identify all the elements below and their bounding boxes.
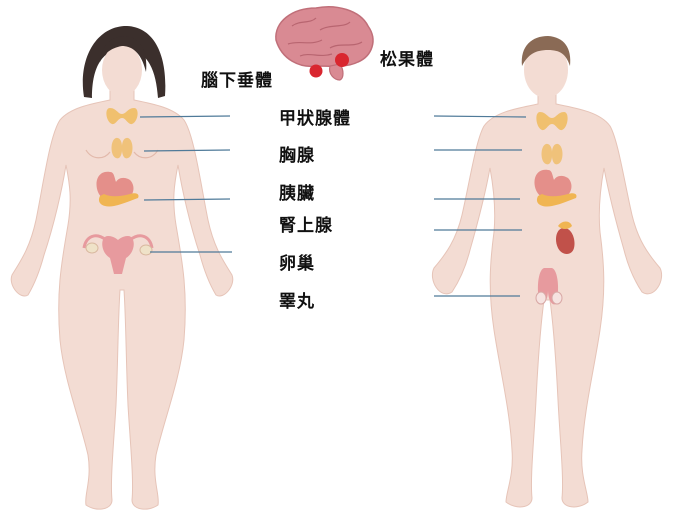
female-left-ovary: [86, 243, 98, 253]
pineal-gland-dot: [335, 53, 349, 67]
label-pancreas: 胰臟: [279, 179, 315, 204]
label-pineal: 松果體: [380, 45, 434, 70]
label-testis: 睪丸: [279, 287, 315, 312]
male-right-testis: [552, 292, 562, 304]
pituitary-gland-dot: [310, 65, 323, 78]
label-thyroid: 甲狀腺體: [279, 104, 351, 129]
female-figure: [11, 26, 233, 509]
female-right-ovary: [140, 245, 152, 255]
label-ovary: 卵巢: [279, 249, 315, 274]
label-adrenal: 腎上腺: [279, 211, 333, 236]
male-figure: [432, 36, 661, 507]
male-left-testis: [536, 292, 546, 304]
label-thymus: 胸腺: [279, 141, 315, 166]
brain-illustration: [276, 7, 373, 80]
label-pituitary: 腦下垂體: [201, 66, 273, 91]
female-body: [11, 88, 233, 509]
